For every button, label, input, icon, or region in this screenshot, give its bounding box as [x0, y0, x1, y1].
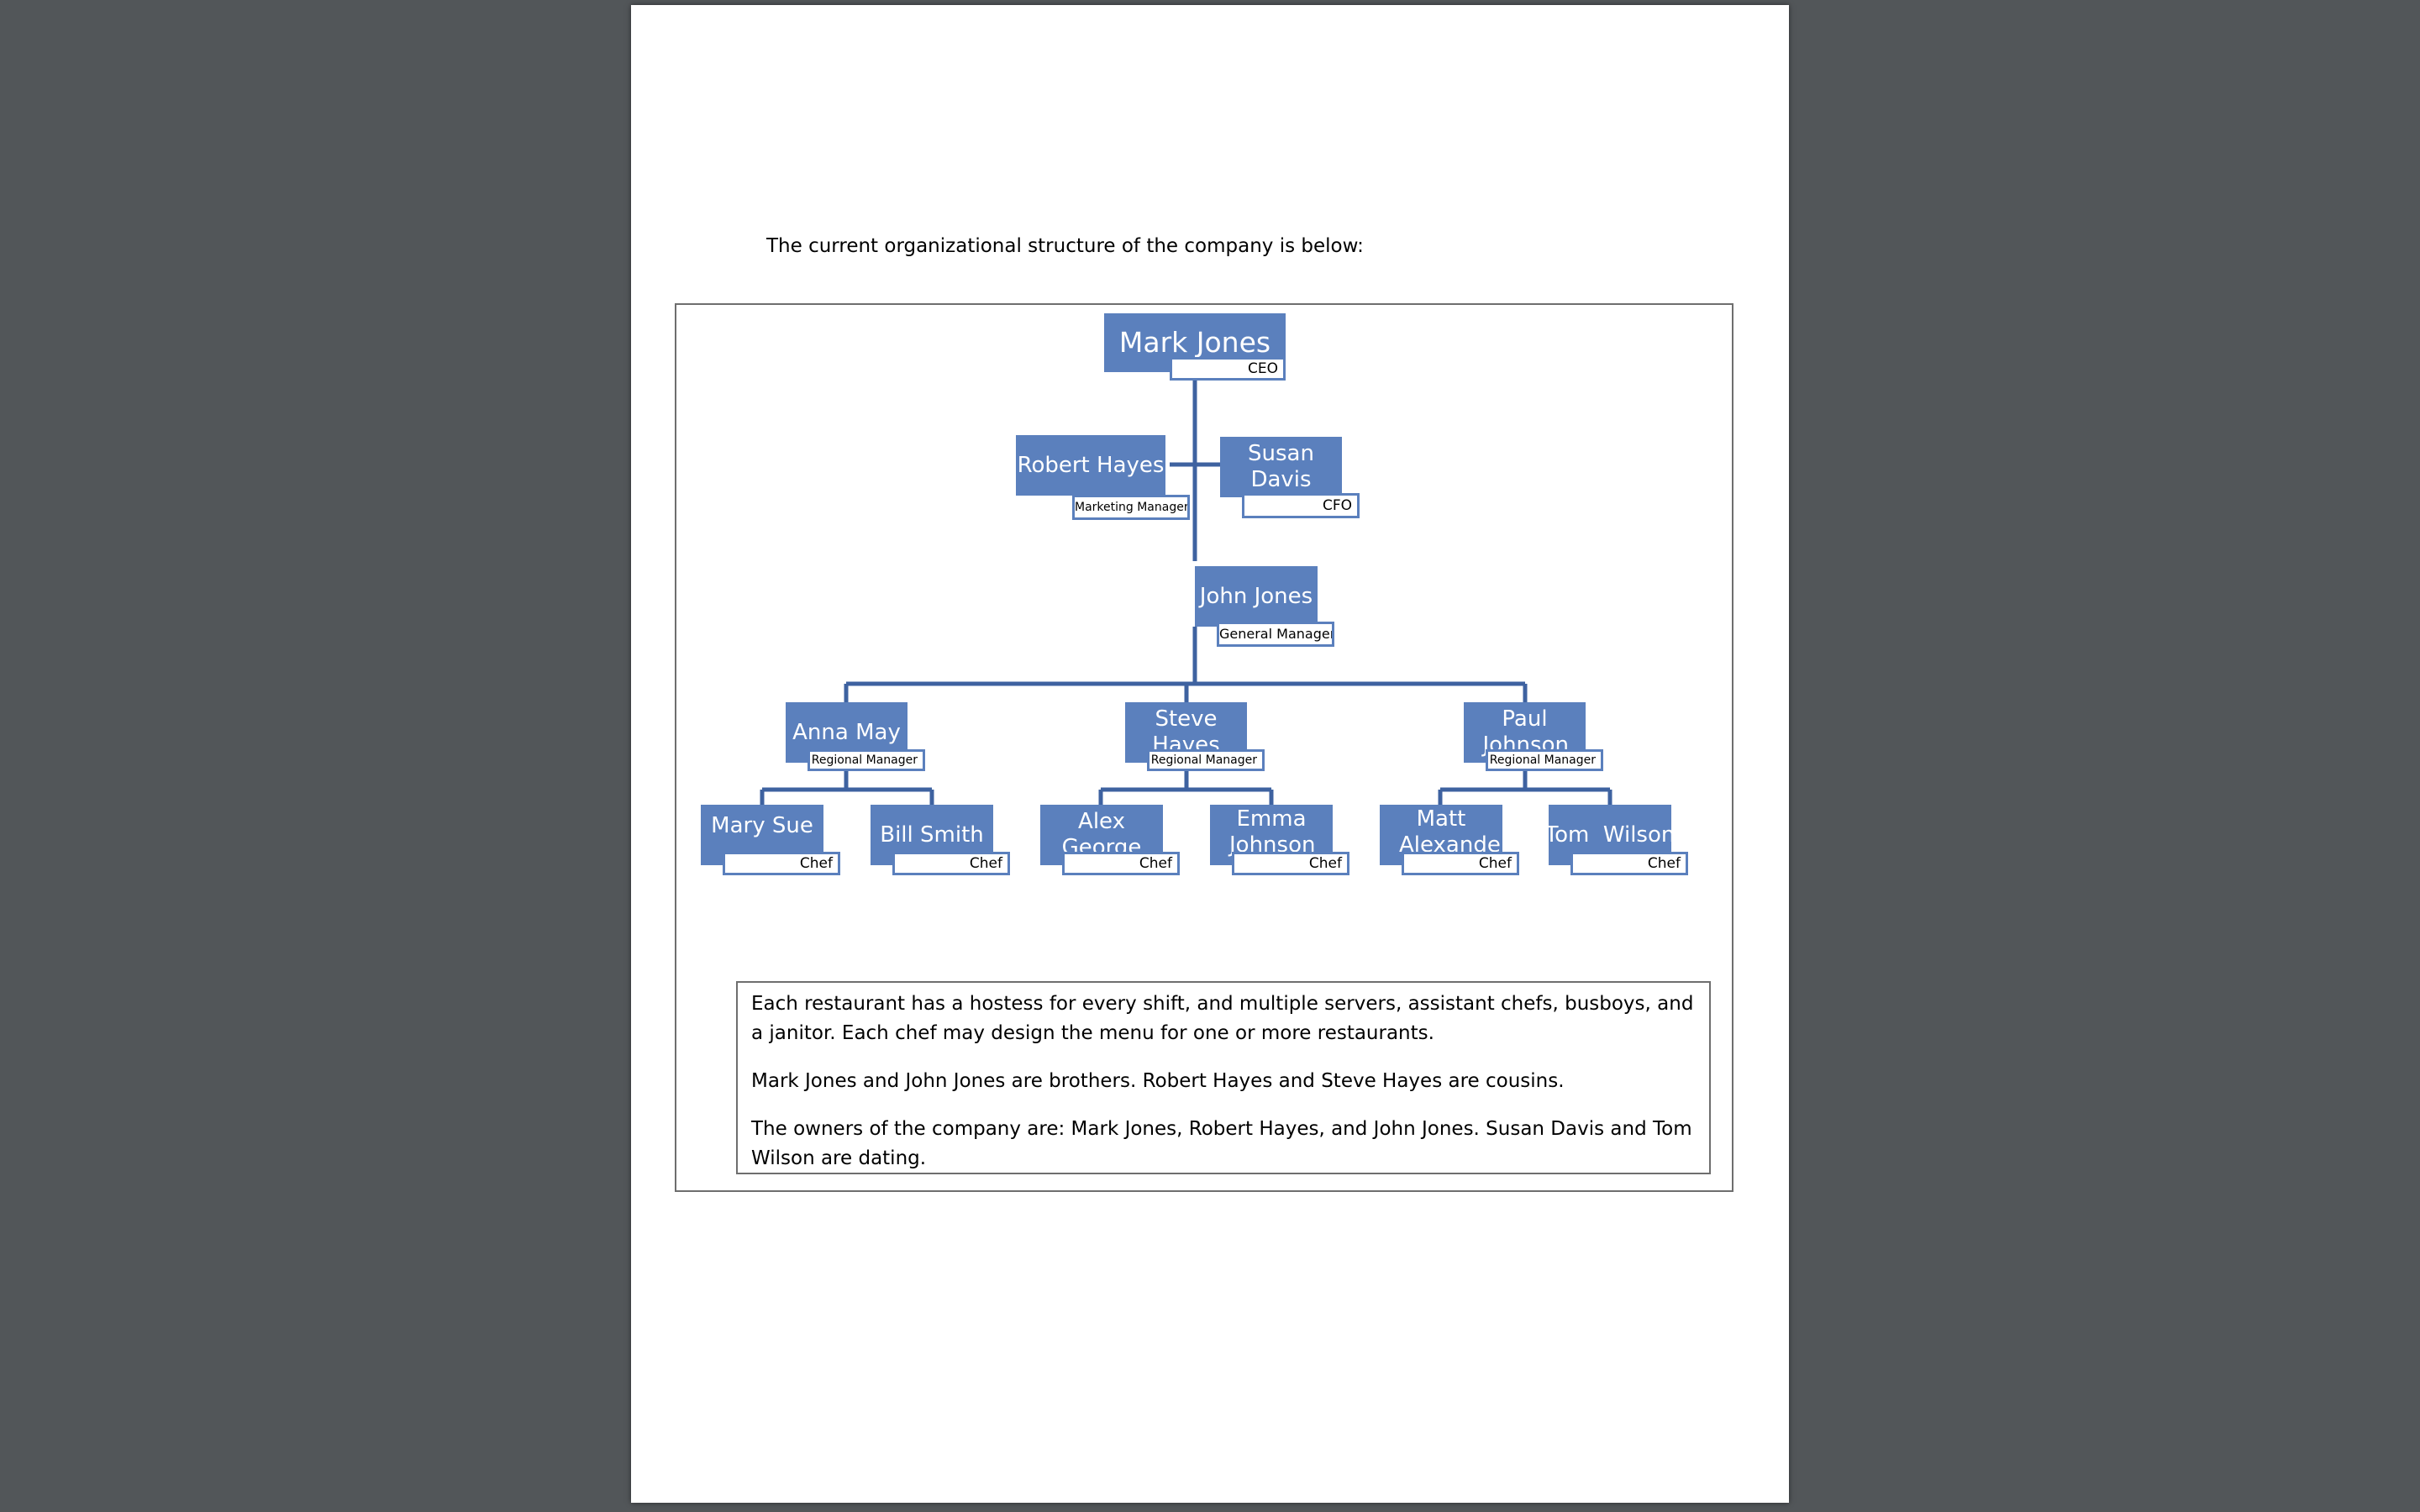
ceo-title: CEO — [1170, 357, 1286, 381]
marketing-manager-title: Marketing Manager — [1072, 495, 1190, 520]
general-manager-title: General Manager — [1217, 622, 1334, 647]
chef-1-title: Chef — [723, 852, 840, 875]
chef-5-title: Chef — [1402, 852, 1519, 875]
marketing-manager-name: Robert Hayes — [1017, 452, 1165, 478]
chef-4-name: Emma Johnson — [1229, 806, 1316, 858]
chef-1-name: Mary Sue — [711, 813, 813, 838]
chef-6-title: Chef — [1570, 852, 1688, 875]
note-paragraph: Each restaurant has a hostess for every … — [751, 993, 1694, 1044]
note-paragraph: Mark Jones and John Jones are brothers. … — [751, 1070, 1565, 1092]
cfo-name: Susan Davis — [1248, 441, 1314, 492]
intro-text: The current organizational structure of … — [766, 235, 1364, 257]
org-node-ceo: Mark Jones — [1104, 313, 1286, 372]
regional-manager-2-title: Regional Manager — [1147, 749, 1265, 771]
org-node-cfo: Susan Davis — [1220, 437, 1342, 497]
note-paragraph: The owners of the company are: Mark Jone… — [751, 1118, 1692, 1169]
general-manager-name: John Jones — [1199, 583, 1313, 609]
org-chart-frame — [675, 303, 1733, 1192]
chef-3-title: Chef — [1062, 852, 1180, 875]
org-node-marketing-manager: Robert Hayes — [1016, 435, 1165, 496]
regional-manager-1-title: Regional Manager — [808, 749, 925, 771]
chef-2-title: Chef — [892, 852, 1010, 875]
regional-manager-1-name: Anna May — [792, 719, 901, 745]
chef-4-title: Chef — [1232, 852, 1349, 875]
chef-2-name: Bill Smith — [880, 822, 984, 848]
ceo-name: Mark Jones — [1118, 325, 1271, 359]
regional-manager-3-title: Regional Manager — [1486, 749, 1603, 771]
cfo-title: CFO — [1242, 493, 1360, 518]
chef-5-name: Matt Alexander — [1399, 806, 1510, 858]
notes-text-box: Each restaurant has a hostess for every … — [736, 981, 1711, 1174]
chef-6-name: Tom Wilson — [1544, 822, 1676, 848]
org-node-regional-manager-1: Anna May — [786, 702, 908, 763]
org-node-general-manager: John Jones — [1195, 566, 1318, 627]
